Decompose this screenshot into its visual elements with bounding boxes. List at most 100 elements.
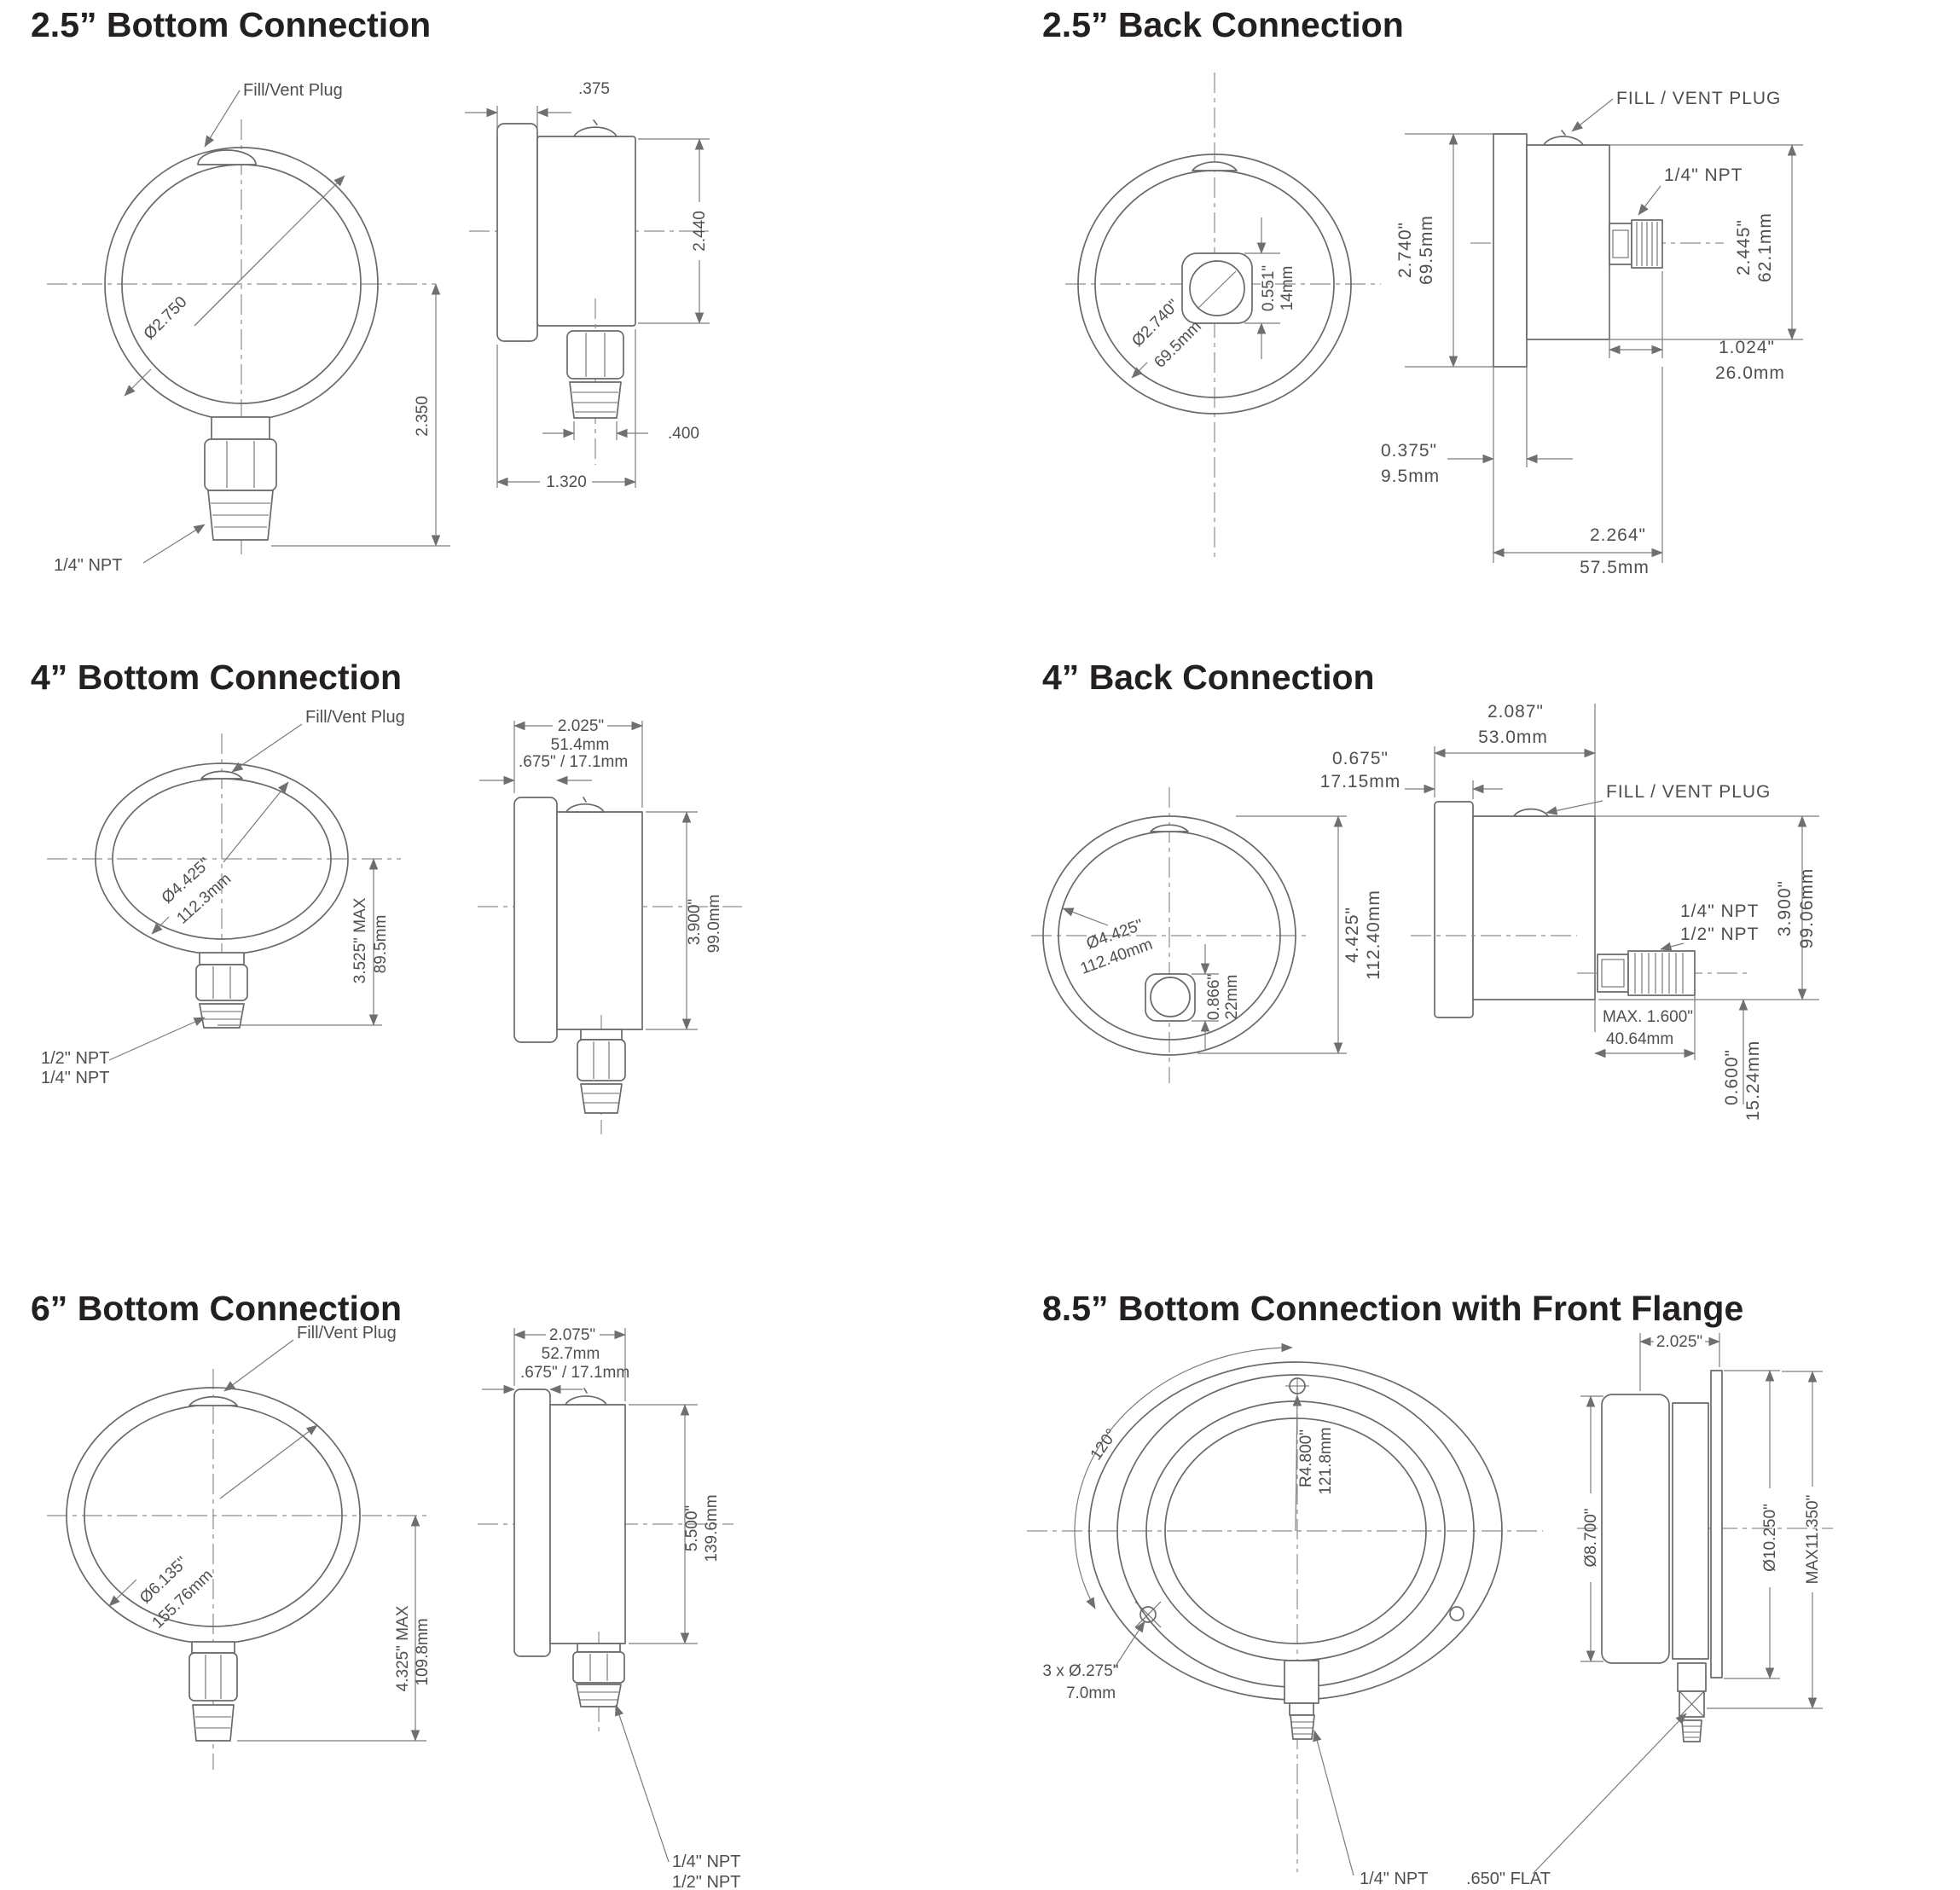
case-height-mm: 99.06mm <box>1797 868 1817 949</box>
body-width-label: 1.320 <box>546 473 587 491</box>
npt-label: 1/4" NPT <box>1664 165 1743 185</box>
p4-front-dimensions: Ø4.425" 112.40mm 0.866" 22mm 4.425" 112.… <box>1062 815 1383 1054</box>
bezel-depth-mm: 17.15mm <box>1320 772 1401 791</box>
hole-dia-mm: 22mm <box>1223 975 1241 1020</box>
height-to-center-label: 2.350 <box>414 396 432 437</box>
total-depth-in: 2.264" <box>1590 525 1646 545</box>
bolt-holes-in: 3 x Ø.275" <box>1042 1662 1118 1680</box>
page-title: 4” Back Connection <box>1042 658 1375 697</box>
height-max-mm: 109.8mm <box>414 1618 432 1685</box>
top-depth-mm: 53.0mm <box>1478 728 1548 747</box>
case-height-in: 3.900" <box>686 899 704 945</box>
stub-length-in: 1.024" <box>1719 338 1775 357</box>
fill-vent-label: Fill/Vent Plug <box>297 1324 397 1342</box>
bolt-holes-mm: 7.0mm <box>1066 1684 1116 1702</box>
dial-diameter-label: Ø2.750 <box>141 293 191 344</box>
p2-side-view <box>1470 130 1724 368</box>
page-title: 8.5” Bottom Connection with Front Flange <box>1042 1289 1744 1328</box>
top-depth-in: 2.087" <box>1487 702 1544 722</box>
page-title: 2.5” Back Connection <box>1042 5 1404 44</box>
p3-front-view <box>47 733 401 1029</box>
p5-side-dimensions: 2.075" 52.7mm .675" / 17.1mm 5.500" 139.… <box>482 1326 740 1890</box>
front-height-in: 4.425" <box>1342 907 1362 963</box>
thread-width-label: .400 <box>668 425 699 443</box>
flat-label: .650" FLAT <box>1466 1870 1551 1888</box>
depth-label: 2.025" <box>1656 1333 1702 1351</box>
drawing-4-bottom: Fill/Vent Plug Ø4.425" 112.3mm 1/2" NPT … <box>41 708 742 1134</box>
p5-side-view <box>478 1388 734 1736</box>
stub-max-mm: 40.64mm <box>1606 1030 1673 1048</box>
below-mm: 15.24mm <box>1743 1041 1763 1122</box>
page-title: 4” Bottom Connection <box>31 658 403 697</box>
flange-dia-label: Ø10.250" <box>1761 1504 1779 1572</box>
depth-mm: 51.4mm <box>551 736 610 754</box>
case-dia-label: Ø8.700" <box>1582 1508 1600 1567</box>
npt-label-2: 1/2" NPT <box>1680 925 1759 944</box>
case-height-in: 5.500" <box>683 1505 701 1551</box>
p4-front-view <box>1031 787 1308 1083</box>
panel-4-bottom-connection: 4” Bottom Connection Fill/Vent Plug Ø4.4… <box>0 652 980 1284</box>
depth-in: 2.025" <box>558 717 604 735</box>
panel-4-back-connection: 4” Back Connection Ø4.425" 112.40mm 0.86… <box>980 652 1960 1284</box>
p1-side-view <box>469 119 712 465</box>
page-title: 6” Bottom Connection <box>31 1289 403 1328</box>
conn-height-in: 2.445" <box>1734 219 1754 275</box>
npt-label-2: 1/4" NPT <box>41 1069 109 1087</box>
height-max-mm: 89.5mm <box>372 915 390 974</box>
fill-vent-label: Fill/Vent Plug <box>305 708 405 727</box>
front-height-in: 2.740" <box>1395 222 1415 278</box>
p1-front-view <box>47 119 436 554</box>
npt-label: 1/4" NPT <box>54 556 122 575</box>
max-dia-label: MAX11.350" <box>1804 1495 1822 1585</box>
stub-length-mm: 26.0mm <box>1715 363 1785 383</box>
p6-front-view <box>1027 1361 1543 1872</box>
p6-side-view <box>1577 1370 1833 1742</box>
fill-vent-label: Fill/Vent Plug <box>243 81 343 100</box>
p6-side-dimensions: 2.025" Ø8.700" Ø10.250" MAX11.350" <box>1532 1333 1823 1875</box>
p2-side-dimensions: FILL / VENT PLUG 1/4" NPT 2.740" 69.5mm … <box>1381 89 1803 577</box>
hole-dia-in: 0.551" <box>1260 265 1278 311</box>
conn-height-mm: 62.1mm <box>1755 212 1775 282</box>
p6-front-dimensions: 120° R4.800" 121.8mm 3 x Ø.275" 7.0mm 1/… <box>1042 1342 1551 1888</box>
npt-label-1: 1/2" NPT <box>41 1049 109 1068</box>
bezel-label: .675" / 17.1mm <box>519 753 628 771</box>
hole-dia-mm: 14mm <box>1279 266 1296 311</box>
case-height-label: 2.440 <box>691 211 709 252</box>
stub-max-in: MAX. 1.600" <box>1603 1008 1693 1026</box>
p4-side-dimensions: 2.087" 53.0mm 0.675" 17.15mm FILL / VENT… <box>1320 702 1819 1121</box>
bezel-depth-mm: 9.5mm <box>1381 467 1440 486</box>
drawing-8.5-bottom-flange: 120° R4.800" 121.8mm 3 x Ø.275" 7.0mm 1/… <box>1027 1333 1833 1888</box>
total-depth-mm: 57.5mm <box>1580 558 1650 577</box>
npt-label-1: 1/4" NPT <box>672 1852 740 1871</box>
panel-2.5-bottom-connection: 2.5” Bottom Connection Fill/Vent Plug <box>0 0 980 652</box>
case-height-mm: 139.6mm <box>703 1494 721 1562</box>
case-height-mm: 99.0mm <box>705 895 723 954</box>
drawing-2.5-bottom: Fill/Vent Plug Ø2.750 1/4" NPT 2.350 <box>47 80 712 575</box>
bezel-depth-in: 0.675" <box>1332 749 1389 768</box>
bezel-depth-in: 0.375" <box>1381 441 1437 461</box>
hole-dia-in: 0.866" <box>1205 974 1223 1020</box>
p3-side-view <box>478 797 742 1134</box>
height-max-in: 4.325" MAX <box>394 1605 412 1691</box>
p5-front-view <box>47 1369 426 1770</box>
front-height-mm: 112.40mm <box>1364 890 1383 980</box>
drawing-6-bottom: Fill/Vent Plug Ø6.135" 155.76mm 4.325" M… <box>47 1324 740 1890</box>
bolt-radius-mm: 121.8mm <box>1317 1427 1335 1494</box>
below-in: 0.600" <box>1722 1049 1742 1105</box>
bezel-depth-label: .375 <box>578 80 610 98</box>
front-height-mm: 69.5mm <box>1417 215 1436 285</box>
p3-front-dimensions: Fill/Vent Plug Ø4.425" 112.3mm 1/2" NPT … <box>41 708 405 1087</box>
bolt-radius-in: R4.800" <box>1297 1429 1315 1487</box>
height-max-in: 3.525" MAX <box>351 897 369 983</box>
npt-label-2: 1/2" NPT <box>672 1873 740 1890</box>
panel-6-bottom-connection: 6” Bottom Connection Fill/Vent Plug Ø6.1… <box>0 1284 980 1890</box>
depth-in: 2.075" <box>549 1326 595 1344</box>
drawing-2.5-back: Ø2.740" 69.5mm 0.551" 14mm FIL <box>1065 72 1803 577</box>
npt-label: 1/4" NPT <box>1360 1870 1428 1888</box>
depth-mm: 52.7mm <box>542 1345 600 1363</box>
panel-8.5-bottom-front-flange: 8.5” Bottom Connection with Front Flange <box>980 1284 1960 1890</box>
p2-front-view <box>1065 72 1381 559</box>
fill-vent-label: FILL / VENT PLUG <box>1606 782 1771 802</box>
p5-front-dimensions: Fill/Vent Plug Ø6.135" 155.76mm 4.325" M… <box>108 1324 432 1742</box>
